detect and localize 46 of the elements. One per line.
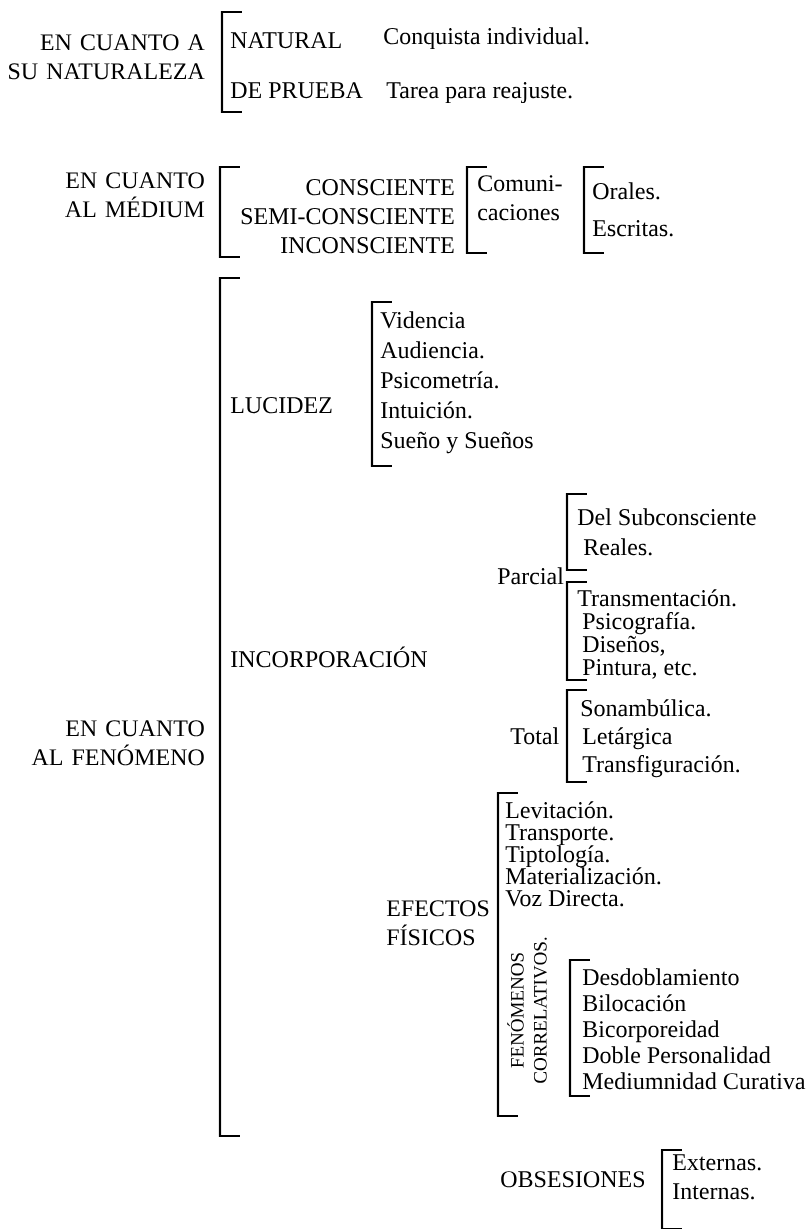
category-label: Intuición. bbox=[381, 401, 472, 419]
category-label: CONSCIENTE bbox=[306, 179, 454, 196]
category-label: EFECTOS FÍSICOS bbox=[386, 900, 489, 946]
category-label: Psicometría. bbox=[380, 371, 498, 389]
category-label: Psicografía. bbox=[582, 612, 695, 635]
category-label: Desdoblamiento bbox=[582, 968, 739, 986]
category-label: Levitación. bbox=[505, 801, 613, 819]
category-label: Diseños, bbox=[582, 635, 664, 656]
category-label: SEMI-CONSCIENTE bbox=[241, 208, 454, 225]
category-label: Total bbox=[510, 727, 559, 745]
category-label: Audiencia. bbox=[380, 341, 484, 359]
category-label: Bicorporeidad bbox=[582, 1020, 720, 1043]
category-label: Letárgica bbox=[582, 727, 673, 750]
category-label: INCONSCIENTE bbox=[281, 237, 454, 254]
category-label: Orales. bbox=[593, 182, 660, 200]
category-label: INCORPORACIÓN bbox=[231, 646, 427, 668]
category-label: Comuni- caciones bbox=[478, 175, 562, 221]
category-label: Internas. bbox=[673, 1183, 754, 1200]
category-label: FENÓMENOS CORRELATIVOS. bbox=[507, 937, 547, 1083]
category-label: NATURAL bbox=[230, 32, 341, 49]
category-label: EN CUANTO AL FENÓMENO bbox=[31, 720, 204, 766]
category-label: Transmentación. bbox=[577, 589, 736, 607]
category-label: Parcial bbox=[497, 567, 564, 585]
category-label: EN CUANTO A SU NATURALEZA bbox=[9, 34, 205, 80]
category-label: Externas. bbox=[672, 1154, 761, 1171]
category-label: Mediumnidad Curativa bbox=[582, 1072, 806, 1090]
category-label: Bilocación bbox=[582, 994, 686, 1012]
category-label: Tarea para reajuste. bbox=[386, 82, 572, 104]
category-label: OBSESIONES bbox=[501, 1171, 645, 1188]
category-label: Sueño y Sueños bbox=[381, 431, 533, 454]
category-label: DE PRUEBA bbox=[230, 82, 363, 99]
category-label: Escritas. bbox=[592, 220, 673, 237]
category-label: LUCIDEZ bbox=[230, 397, 332, 414]
category-label: Voz Directa. bbox=[505, 890, 624, 907]
category-label: Transporte. bbox=[505, 824, 613, 846]
category-label: Reales. bbox=[583, 538, 652, 556]
category-label: Pintura, etc. bbox=[582, 659, 696, 679]
category-label: Materialización. bbox=[505, 867, 661, 885]
category-label: EN CUANTO AL MÉDIUM bbox=[65, 172, 205, 218]
category-label: Sonambúlica. bbox=[581, 699, 710, 717]
category-label: Doble Personalidad bbox=[582, 1046, 771, 1064]
category-label: Del Subconsciente bbox=[577, 508, 756, 526]
category-label: Conquista individual. bbox=[384, 27, 589, 50]
category-label: Transfiguración. bbox=[582, 755, 740, 778]
category-label: Videncia bbox=[380, 311, 466, 329]
category-label: Tiptología. bbox=[505, 845, 609, 868]
